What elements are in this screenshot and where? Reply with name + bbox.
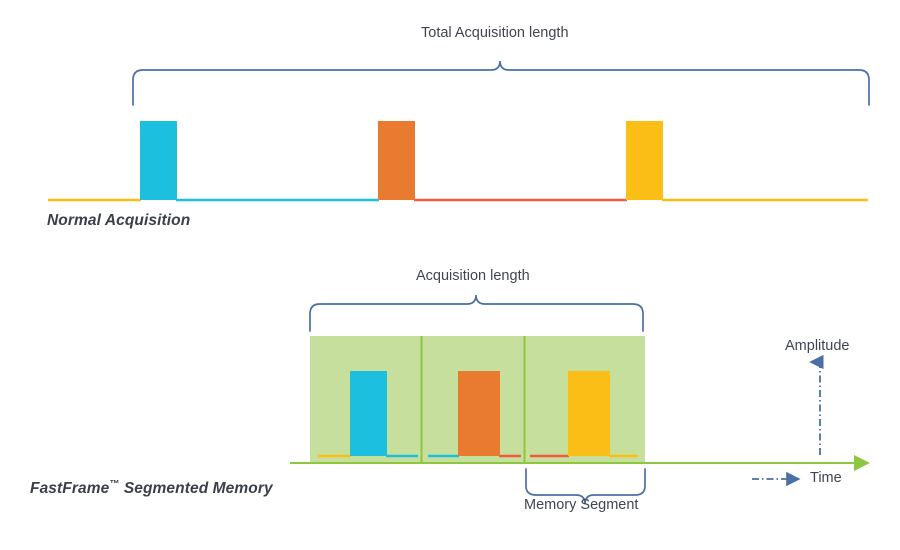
axis-indicators <box>752 354 824 487</box>
label-acquisition-length: Acquisition length <box>416 268 530 284</box>
label-memory-segment: Memory Segment <box>524 497 639 513</box>
trademark-symbol: ™ <box>109 479 120 490</box>
label-normal-acquisition: Normal Acquisition <box>47 212 191 229</box>
pulse-cyan-fastframe <box>350 371 387 456</box>
fastframe-name: FastFrame <box>30 480 110 498</box>
fastframe-suffix: Segmented Memory <box>119 480 273 498</box>
pulse-yellow-normal <box>626 121 663 200</box>
fastframe-waveform <box>318 371 638 458</box>
label-amplitude-axis: Amplitude <box>785 338 850 354</box>
brace-acquisition-length <box>309 294 644 332</box>
pulse-orange-fastframe <box>458 371 500 456</box>
pulse-yellow-fastframe <box>568 371 610 456</box>
brace-memory-segment <box>525 468 646 505</box>
label-total-acquisition-length: Total Acquisition length <box>421 25 569 41</box>
normal-acquisition-waveform <box>48 121 868 202</box>
brace-total-acquisition <box>132 60 870 106</box>
label-time-axis: Time <box>810 470 842 486</box>
pulse-orange-normal <box>378 121 415 200</box>
pulse-cyan-normal <box>140 121 177 200</box>
label-fastframe-segmented-memory: FastFrame™ Segmented Memory <box>30 479 273 498</box>
